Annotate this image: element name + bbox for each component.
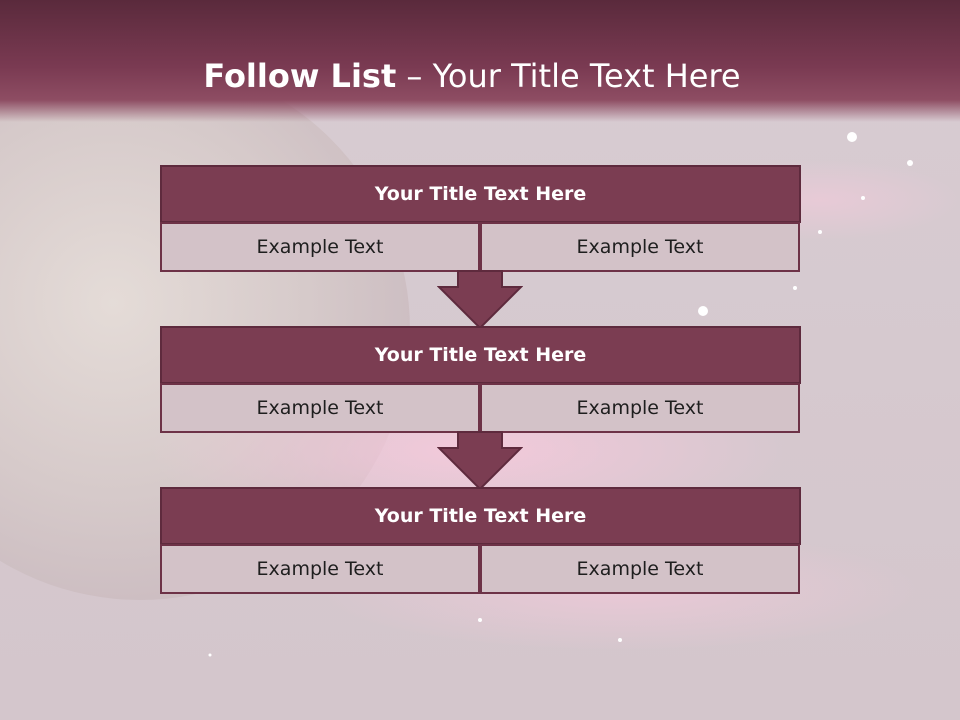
list-block-2: Your Title Text Here Example Text Exampl… xyxy=(160,326,801,433)
block-cell-right: Example Text xyxy=(480,544,800,594)
block-title: Your Title Text Here xyxy=(160,487,801,545)
block-cell-left: Example Text xyxy=(160,383,480,433)
block-title: Your Title Text Here xyxy=(160,165,801,223)
list-block-3: Your Title Text Here Example Text Exampl… xyxy=(160,487,801,594)
block-cell-left: Example Text xyxy=(160,544,480,594)
slide-title-rest: – Your Title Text Here xyxy=(396,57,741,95)
block-cell-right: Example Text xyxy=(480,222,800,272)
slide-title: Follow List – Your Title Text Here xyxy=(0,54,944,98)
block-cell-right: Example Text xyxy=(480,383,800,433)
block-title: Your Title Text Here xyxy=(160,326,801,384)
block-cell-left: Example Text xyxy=(160,222,480,272)
list-block-1: Your Title Text Here Example Text Exampl… xyxy=(160,165,801,272)
down-arrow-icon xyxy=(437,431,523,491)
slide-title-bold: Follow List xyxy=(203,57,397,95)
down-arrow-icon xyxy=(437,270,523,330)
title-band xyxy=(0,0,960,122)
